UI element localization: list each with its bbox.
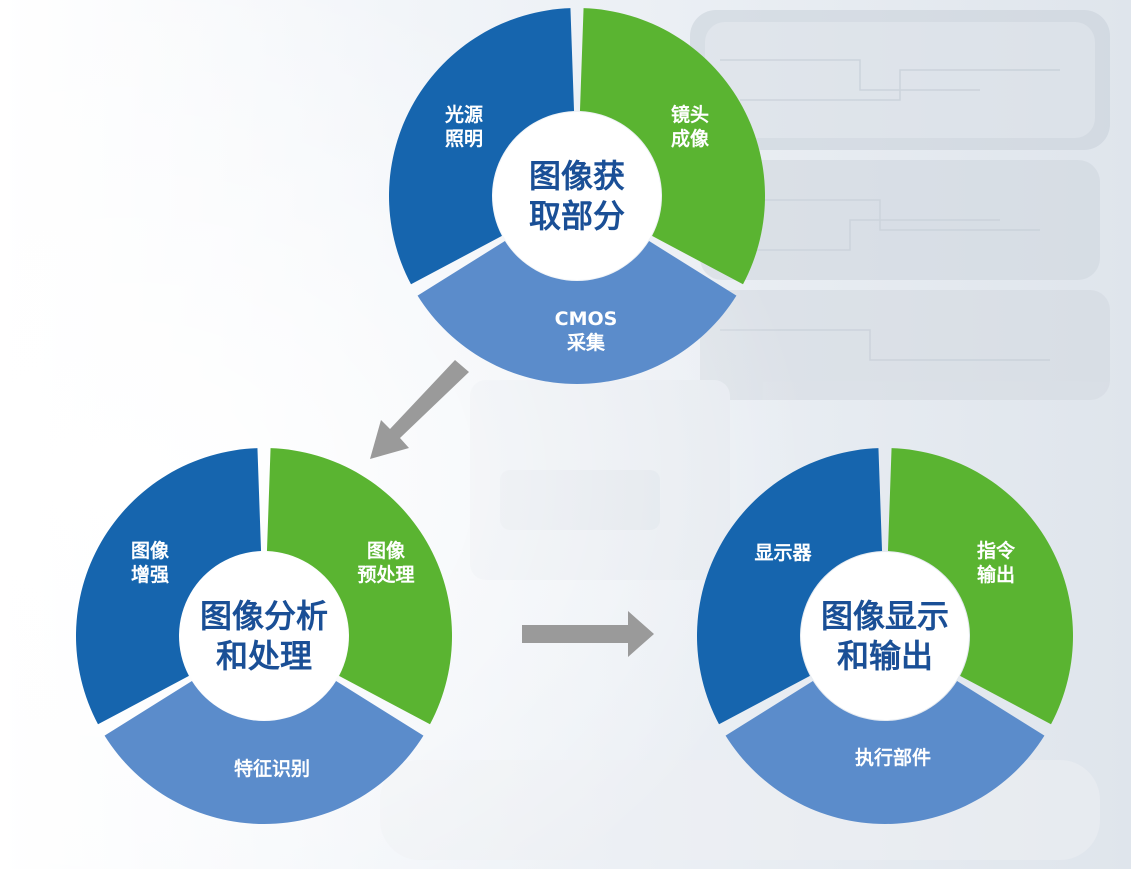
segment-acquisition-1 bbox=[579, 8, 765, 285]
segment-analysis-2 bbox=[104, 681, 424, 824]
center-title-output: 和输出 bbox=[837, 637, 933, 675]
center-title-acquisition: 取部分 bbox=[529, 197, 625, 235]
center-title-output: 图像显示 bbox=[821, 597, 949, 635]
segment-acquisition-0 bbox=[388, 8, 575, 285]
center-disc-acquisition bbox=[493, 112, 661, 280]
arrow-down-left-icon bbox=[370, 360, 469, 459]
segment-label-analysis-2: 特征识别 bbox=[234, 757, 310, 780]
arrow-right-icon bbox=[522, 611, 654, 657]
center-title-analysis: 图像分析 bbox=[200, 597, 328, 635]
center-title-analysis: 和处理 bbox=[216, 637, 312, 675]
center-disc-output bbox=[801, 552, 969, 720]
segment-label-analysis-1: 图像 bbox=[367, 539, 406, 562]
segment-analysis-0 bbox=[75, 448, 262, 725]
segment-analysis-1 bbox=[266, 448, 452, 725]
segment-label-acquisition-0: 光源 bbox=[444, 103, 483, 126]
segment-output-2 bbox=[725, 681, 1045, 824]
segment-acquisition-2 bbox=[417, 241, 737, 384]
segment-label-acquisition-2: CMOS bbox=[555, 308, 618, 330]
segment-label-output-1: 输出 bbox=[977, 563, 1015, 586]
segment-label-acquisition-2: 采集 bbox=[567, 331, 606, 354]
segment-label-analysis-0: 增强 bbox=[131, 563, 169, 586]
segment-label-output-2: 执行部件 bbox=[855, 746, 931, 769]
segment-label-output-1: 指令 bbox=[977, 539, 1016, 562]
segment-label-analysis-1: 预处理 bbox=[357, 563, 414, 586]
segment-label-acquisition-0: 照明 bbox=[445, 128, 483, 150]
segment-label-analysis-0: 图像 bbox=[131, 539, 170, 562]
segment-label-output-0: 显示器 bbox=[754, 542, 812, 564]
segment-label-acquisition-1: 镜头 bbox=[671, 103, 709, 126]
center-title-acquisition: 图像获 bbox=[529, 157, 625, 195]
segment-output-1 bbox=[887, 448, 1073, 725]
segment-output-0 bbox=[697, 448, 883, 725]
center-disc-analysis bbox=[180, 552, 348, 720]
segment-label-acquisition-1: 成像 bbox=[671, 127, 710, 150]
